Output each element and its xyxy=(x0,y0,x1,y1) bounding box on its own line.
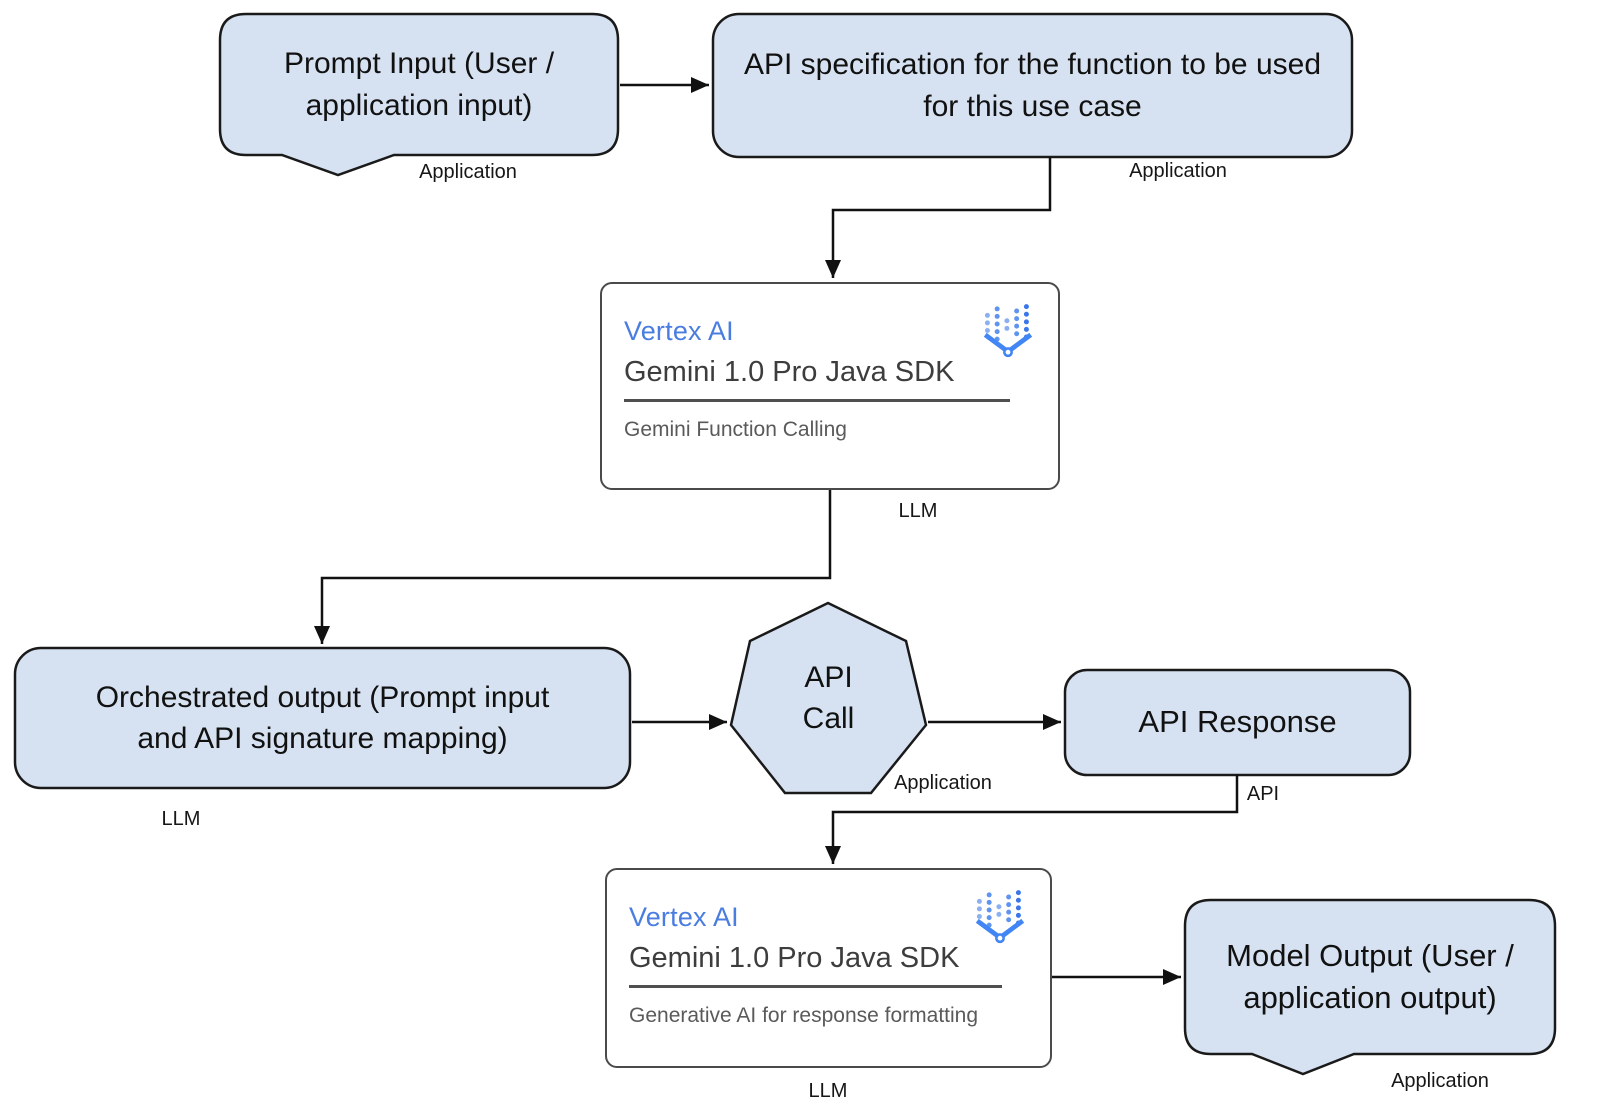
model-output-role-label: Application xyxy=(1391,1070,1489,1092)
edge-apispec-to-llm1 xyxy=(825,157,1052,278)
card-caption: Gemini Function Calling xyxy=(624,418,847,441)
api-response-text: API Response xyxy=(1138,704,1337,740)
vertex-ai-response-formatting-card: Vertex AI Gemini 1.0 Pro Java SDK Genera… xyxy=(605,868,1052,1068)
orchestrated-output-shape xyxy=(13,646,632,790)
api-call-text: API Call xyxy=(802,660,855,735)
prompt-input-text: Prompt Input (User / application input) xyxy=(283,47,555,122)
vertex-ai-function-calling-card: Vertex AI Gemini 1.0 Pro Java SDK Gemini… xyxy=(600,282,1060,490)
model-output-node: Model Output (User / application output) xyxy=(1185,900,1555,1054)
card-divider xyxy=(629,985,1002,988)
edge-apiresponse-to-llm2 xyxy=(825,775,1239,864)
orchestrated-output-node: Orchestrated output (Prompt input and AP… xyxy=(15,648,630,788)
api-call-role-label: Application xyxy=(894,772,992,794)
card-subtitle: Gemini 1.0 Pro Java SDK xyxy=(629,942,960,974)
api-spec-node: API specification for the function to be… xyxy=(713,14,1352,157)
prompt-input-role-label: Application xyxy=(419,161,517,183)
model-output-shape xyxy=(1183,898,1557,1076)
function-calling-role-label: LLM xyxy=(898,500,938,522)
prompt-input-node: Prompt Input (User / application input) xyxy=(220,14,618,155)
api-spec-shape xyxy=(711,12,1354,159)
api-spec-text: API specification for the function to be… xyxy=(743,48,1322,123)
api-call-node: API Call xyxy=(731,603,926,793)
response-formatting-role-label: LLM xyxy=(808,1080,848,1102)
card-divider xyxy=(624,399,1010,402)
card-title: Vertex AI xyxy=(629,902,739,932)
card-subtitle: Gemini 1.0 Pro Java SDK xyxy=(624,356,955,388)
card-caption: Generative AI for response formatting xyxy=(629,1004,979,1027)
orchestrated-output-text: Orchestrated output (Prompt input and AP… xyxy=(95,680,550,755)
orchestrated-output-role-label: LLM xyxy=(161,808,201,830)
api-call-heptagon-shape xyxy=(729,601,928,795)
model-output-text: Model Output (User / application output) xyxy=(1226,937,1514,1015)
vertex-ai-icon xyxy=(982,302,1034,359)
edge-llm1-to-orchestrated xyxy=(314,490,832,644)
api-response-role-label: API xyxy=(1246,783,1280,805)
vertex-ai-icon xyxy=(974,888,1026,945)
api-response-node: API Response xyxy=(1065,670,1410,775)
card-title: Vertex AI xyxy=(624,316,734,346)
prompt-input-shape xyxy=(218,12,620,177)
api-spec-role-label: Application xyxy=(1129,160,1227,182)
